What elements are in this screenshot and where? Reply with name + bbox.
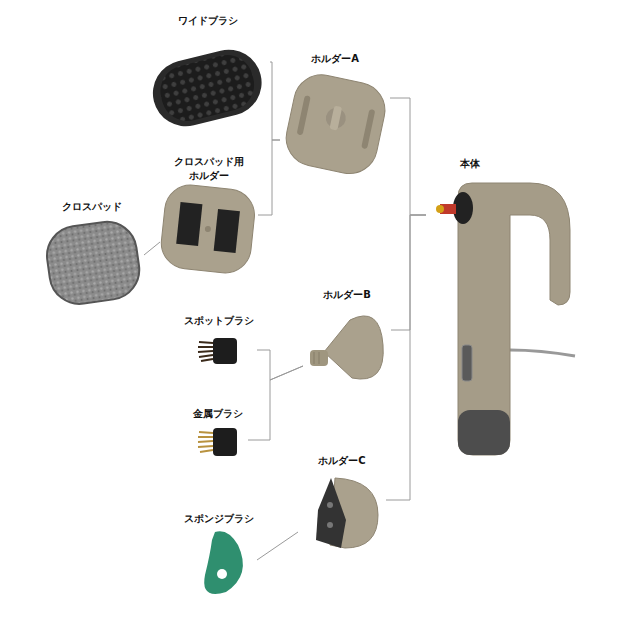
part-label: クロスパッド用 ホルダー xyxy=(171,155,247,182)
part-label: 金属ブラシ xyxy=(188,407,248,421)
leader-line xyxy=(391,215,426,330)
leader-line xyxy=(258,140,280,215)
metal-brush xyxy=(198,428,237,456)
leader-line xyxy=(390,98,426,215)
holder-a xyxy=(281,70,390,179)
sponge-brush xyxy=(204,531,243,594)
part-box: スポットブラシ xyxy=(181,314,257,374)
main-body xyxy=(436,183,575,455)
part-box: 金属ブラシ xyxy=(188,407,248,469)
leader-line xyxy=(144,242,160,255)
leader-line xyxy=(248,366,303,440)
part-label: ホルダーA xyxy=(280,52,390,66)
part-label: クロスパッド xyxy=(40,200,144,214)
part-box: ホルダーA xyxy=(280,52,390,178)
leader-line xyxy=(257,532,298,560)
leader-line xyxy=(270,62,280,140)
holder-c xyxy=(316,478,378,548)
part-label: スポンジブラシ xyxy=(181,512,257,526)
part-label: ホルダーC xyxy=(298,454,386,468)
holder-b xyxy=(310,316,383,379)
part-box: クロスパッド用 ホルダー xyxy=(160,155,258,273)
part-box: 本体 xyxy=(426,157,575,462)
spot-brush xyxy=(198,338,237,364)
part-box: ホルダーB xyxy=(303,288,391,388)
wide-brush xyxy=(146,43,269,134)
cross-pad xyxy=(43,218,143,308)
part-box: ワイドブラシ xyxy=(146,14,270,138)
part-box: ホルダーC xyxy=(298,454,386,554)
part-box: クロスパッド xyxy=(40,200,144,308)
part-label: スポットブラシ xyxy=(181,314,257,328)
part-label: ホルダーB xyxy=(303,288,391,302)
part-label: 本体 xyxy=(426,157,575,171)
part-label: ワイドブラシ xyxy=(146,14,270,28)
cross-pad-holder xyxy=(159,183,257,276)
part-box: スポンジブラシ xyxy=(181,512,257,600)
leader-line xyxy=(386,215,426,500)
